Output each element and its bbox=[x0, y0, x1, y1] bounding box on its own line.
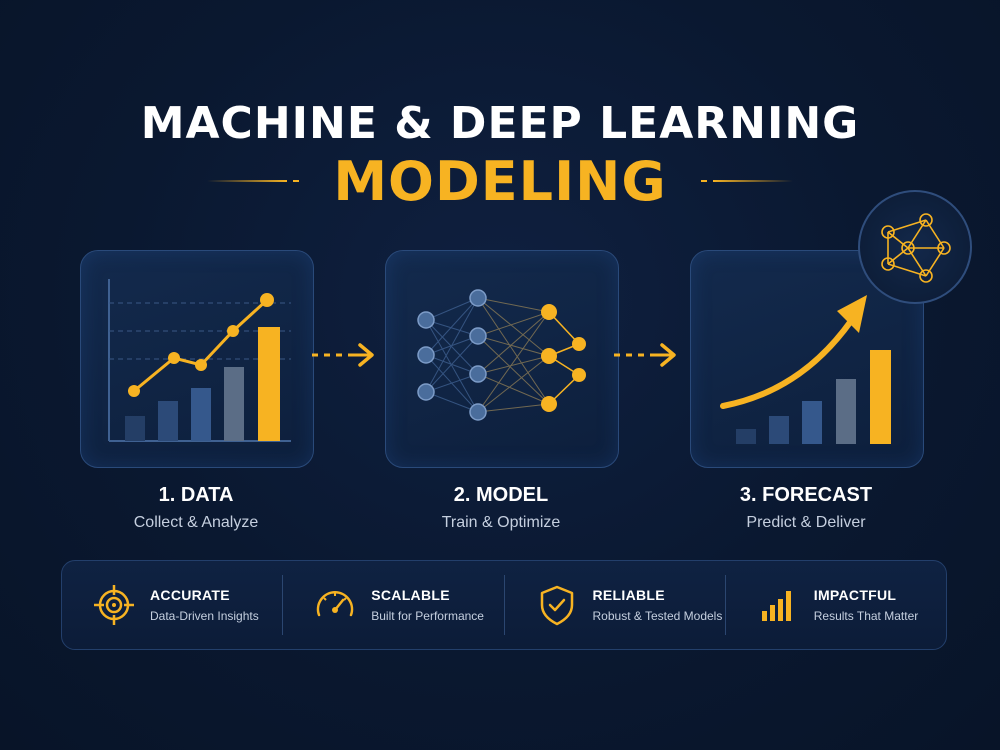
feature-accurate-title: ACCURATE bbox=[150, 587, 230, 603]
feature-scalable: SCALABLE Built for Performance bbox=[282, 575, 503, 635]
page-title: MACHINE & DEEP LEARNING bbox=[140, 98, 860, 149]
step-forecast-title: 3. FORECAST bbox=[739, 484, 873, 506]
chart-point bbox=[195, 359, 207, 371]
chart-point bbox=[260, 293, 274, 307]
step-data-subtitle: Collect & Analyze bbox=[133, 514, 259, 531]
target-crosshair-icon bbox=[94, 585, 134, 625]
network-badge bbox=[858, 190, 972, 304]
speedometer-icon bbox=[317, 591, 354, 617]
feature-scalable-subtitle: Built for Performance bbox=[371, 609, 484, 623]
feature-scalable-title: SCALABLE bbox=[371, 587, 450, 603]
network-icon bbox=[881, 213, 951, 283]
decorative-rule-right bbox=[695, 180, 793, 182]
neural-network-icon bbox=[417, 289, 586, 421]
data-step-card bbox=[80, 250, 314, 468]
dotted-arrow-icon bbox=[614, 343, 676, 367]
features-bar: ACCURATE Data-Driven Insights SCALABLE B… bbox=[61, 560, 947, 650]
chart-bar bbox=[158, 401, 178, 441]
chart-trend-line bbox=[133, 298, 269, 393]
feature-impactful-title: IMPACTFUL bbox=[813, 587, 897, 603]
chart-bar-highlight bbox=[870, 350, 891, 444]
chart-bar-highlight bbox=[258, 327, 280, 441]
decorative-rule-left bbox=[207, 180, 305, 182]
chart-point bbox=[227, 325, 239, 337]
step-data-title: 1. DATA bbox=[158, 484, 234, 506]
shield-check-icon bbox=[540, 585, 573, 626]
bar-chart-icon bbox=[761, 591, 791, 621]
feature-impactful-subtitle: Results That Matter bbox=[813, 609, 919, 623]
trend-arrow-line bbox=[720, 318, 854, 409]
feature-impactful: IMPACTFUL Results That Matter bbox=[724, 575, 946, 635]
chart-bar bbox=[191, 388, 211, 441]
chart-point bbox=[128, 385, 140, 397]
chart-bar bbox=[802, 401, 822, 444]
feature-reliable-title: RELIABLE bbox=[592, 587, 665, 603]
feature-accurate-subtitle: Data-Driven Insights bbox=[150, 609, 259, 623]
chart-bar bbox=[736, 429, 756, 444]
trend-arrow-head bbox=[837, 295, 867, 333]
step-model-title: 2. MODEL bbox=[453, 484, 549, 506]
chart-bar bbox=[769, 416, 789, 444]
bar-line-chart-icon bbox=[108, 279, 291, 442]
subtitle-row: MODELING bbox=[0, 148, 1000, 214]
dotted-arrow-icon bbox=[312, 343, 374, 367]
chart-bar bbox=[224, 367, 244, 441]
chart-bar bbox=[125, 416, 145, 441]
feature-reliable-subtitle: Robust & Tested Models bbox=[592, 609, 723, 623]
feature-reliable: RELIABLE Robust & Tested Models bbox=[503, 575, 725, 635]
feature-accurate: ACCURATE Data-Driven Insights bbox=[62, 575, 282, 635]
growth-trend-icon bbox=[720, 295, 891, 444]
chart-point bbox=[168, 352, 180, 364]
step-model-subtitle: Train & Optimize bbox=[441, 514, 561, 531]
page-subtitle: MODELING bbox=[333, 149, 667, 213]
step-forecast-subtitle: Predict & Deliver bbox=[746, 514, 866, 531]
chart-bar bbox=[836, 379, 856, 444]
model-step-card bbox=[385, 250, 619, 468]
